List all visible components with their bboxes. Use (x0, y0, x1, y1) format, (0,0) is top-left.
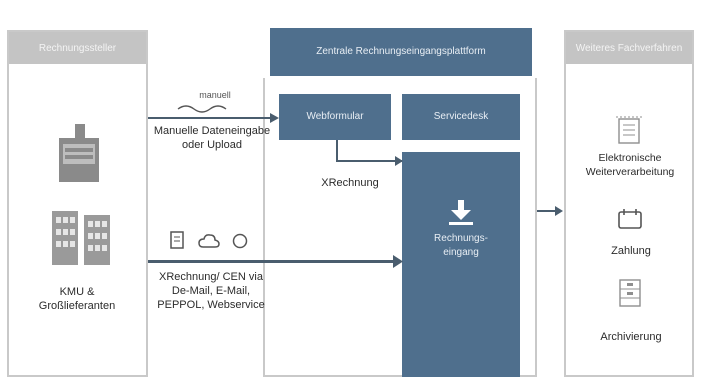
cloud-icon (198, 233, 220, 249)
platform-to-processing-line (537, 210, 559, 212)
factory-icon (55, 124, 103, 184)
web-form-box: Webformular (279, 94, 391, 140)
electronic-arrowhead (393, 255, 403, 268)
manual-channel-label: Manuelle Dateneingabe oder Upload (153, 125, 271, 151)
sender-column-title: Rechnungssteller (9, 32, 146, 64)
sender-label: KMU & Großlieferanten (38, 286, 116, 312)
platform-header: Zentrale Rechnungseingangsplattform (270, 28, 532, 76)
sender-column-frame (7, 30, 148, 377)
inbox-box: Rechnungs-eingang (402, 152, 520, 377)
xrechnung-label: XRechnung (321, 177, 379, 189)
globe-icon (232, 233, 248, 249)
manual-channel-line (148, 117, 272, 119)
buildings-icon (50, 205, 112, 267)
xrechnung-arrowhead (395, 156, 403, 166)
manual-arrowhead (270, 113, 279, 123)
manual-arrow-note: manuell (199, 90, 231, 100)
inbox-label: Rechnungs-eingang (434, 233, 488, 258)
webform-to-inbox-line (336, 160, 402, 162)
webform-down-line (336, 140, 338, 162)
processing-column-frame (564, 30, 694, 377)
electronic-channel-label: XRechnung/ CEN via De-Mail, E-Mail, PEPP… (157, 271, 265, 311)
document-processing-icon (616, 115, 642, 145)
electronic-channel-line (148, 260, 396, 263)
service-desk-box: Servicedesk (402, 94, 520, 140)
squiggle-icon (177, 105, 227, 113)
download-icon (449, 200, 473, 225)
right-item-label-1: Zahlung (611, 245, 651, 257)
archive-icon (618, 278, 642, 308)
right-item-label-2: Archivierung (600, 331, 662, 343)
payment-icon (617, 208, 643, 230)
right-item-label-0: Elektronische Weiterverarbeitung (585, 152, 675, 178)
platform-column-frame (263, 78, 537, 377)
processing-column-title: Weiteres Fachverfahren (566, 32, 692, 64)
processing-arrowhead (555, 206, 563, 216)
document-icon (170, 231, 184, 249)
